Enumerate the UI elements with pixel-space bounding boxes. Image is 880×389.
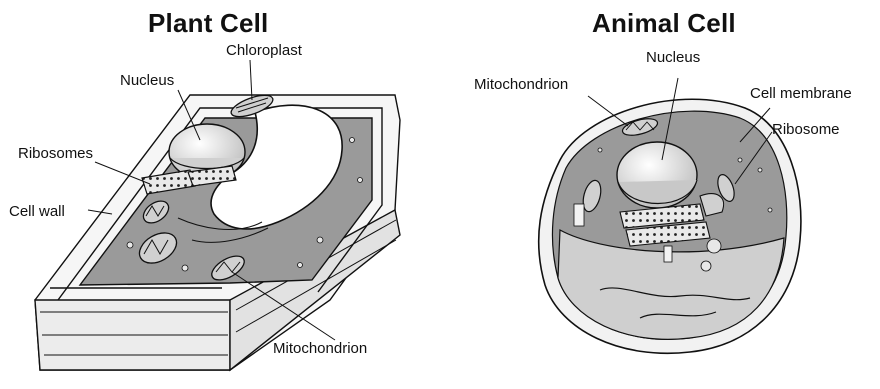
animal-cell	[539, 99, 801, 353]
label-ribosome: Ribosome	[772, 121, 840, 138]
label-cell-membrane: Cell membrane	[750, 85, 852, 102]
label-cell-wall: Cell wall	[9, 203, 65, 220]
animal-nucleus	[617, 142, 697, 208]
label-plant-nucleus: Nucleus	[120, 72, 174, 89]
plant-cell-title: Plant Cell	[148, 8, 268, 39]
label-animal-mitochondrion: Mitochondrion	[474, 76, 568, 93]
label-animal-nucleus: Nucleus	[646, 49, 700, 66]
label-plant-mitochondrion: Mitochondrion	[273, 340, 367, 357]
animal-cell-title: Animal Cell	[592, 8, 736, 39]
label-chloroplast: Chloroplast	[226, 42, 302, 59]
plant-cell	[35, 91, 400, 370]
label-ribosomes: Ribosomes	[18, 145, 93, 162]
